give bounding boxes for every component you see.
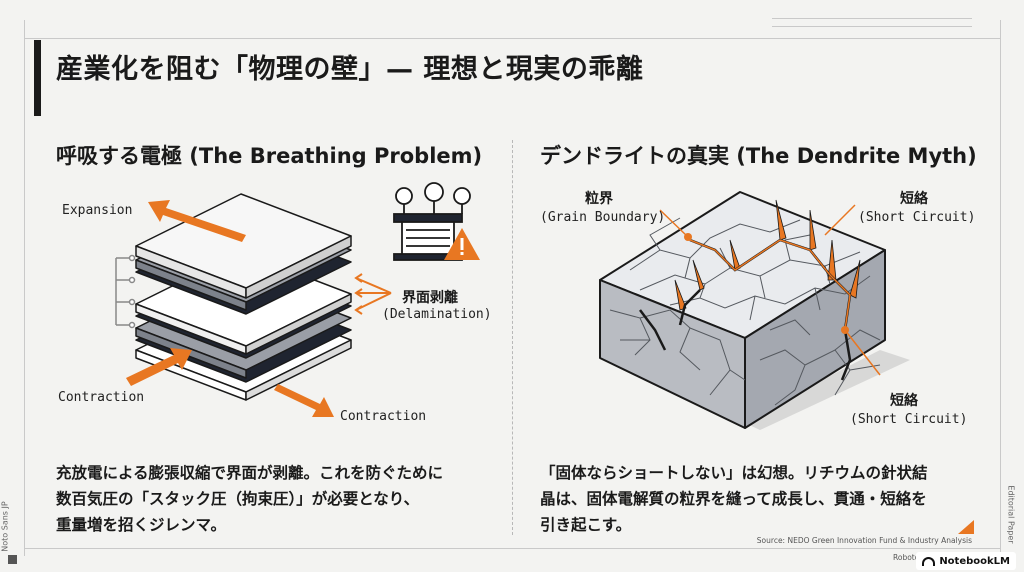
corner-marker [8,555,17,564]
right-body-text: 「固体ならショートしない」は幻想。リチウムの針状結 晶は、固体電解質の粒界を縫っ… [540,464,928,534]
left-heading: 呼吸する電極 (The Breathing Problem) [56,144,483,168]
frame-top-ruler2 [772,26,972,27]
delamination-pointer [354,273,392,315]
label-grain-en: (Grain Boundary) [540,210,666,225]
label-contraction-left: Contraction [58,390,145,405]
label-contraction-right: Contraction [340,409,427,424]
electrolyte-block-diagram [599,191,910,430]
stack-layers [135,193,352,401]
dendrites [674,199,861,311]
corner-accent-icon [958,520,974,534]
left-body-text: 充放電による膨張収縮で界面が剥離。これを防ぐために 数百気圧の「スタック圧（拘束… [56,464,444,534]
label-grain-jp: 粒界 [585,191,613,207]
column-divider [512,140,513,535]
label-short1-jp: 短絡 [900,191,928,207]
font-note-left: Noto Sans JP [0,501,10,552]
notebooklm-badge[interactable]: NotebookLM [916,552,1016,570]
callout-lines [659,204,881,376]
notebooklm-logo-icon [922,556,936,566]
title-accent-bar [34,40,41,116]
contraction-arrow-right [274,384,334,417]
frame-right-line [1000,20,1001,556]
source-note: Source: NEDO Green Innovation Fund & Ind… [756,536,972,545]
label-delamination-en: (Delamination) [382,307,492,322]
frame-top-ruler [772,18,972,19]
page-title: 産業化を阻む「物理の壁」— 理想と現実の乖離 [56,54,644,85]
pressure-gauge-icon [393,182,480,261]
label-delamination-jp: 界面剥離 [402,290,458,306]
notebooklm-label: NotebookLM [939,555,1010,567]
frame-left-line [24,20,25,556]
label-short2-jp: 短絡 [890,393,918,409]
frame-bottom-line [24,548,1000,549]
grain-boundaries [629,217,871,321]
layer-stack-diagram [115,193,392,417]
font-note-right: Editorial Paper [1006,485,1016,544]
label-short1-en: (Short Circuit) [858,210,976,225]
layer-bracket [115,254,136,329]
label-short2-en: (Short Circuit) [850,412,968,427]
contraction-arrow-left [126,348,192,386]
frame-top-line [24,38,1000,39]
label-expansion: Expansion [62,203,133,218]
right-heading: デンドライトの真実 (The Dendrite Myth) [540,144,977,168]
expansion-arrow [148,200,246,242]
